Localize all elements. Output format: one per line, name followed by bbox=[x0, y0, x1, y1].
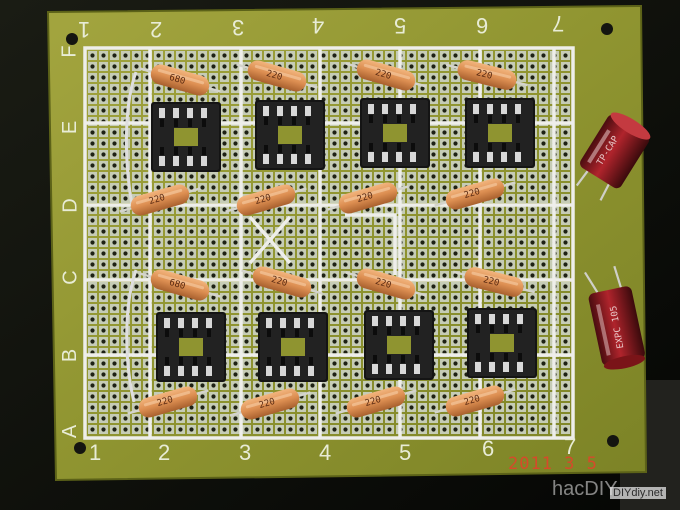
column-label-top-5: 5 bbox=[394, 13, 407, 38]
row-label-c: C bbox=[59, 270, 82, 285]
row-label-d: D bbox=[59, 198, 82, 213]
column-label-bottom-3: 3 bbox=[239, 440, 252, 465]
column-label-top-2: 2 bbox=[150, 17, 163, 42]
photo-date-stamp: 2011 3 5 bbox=[508, 454, 598, 474]
column-label-top-4: 4 bbox=[312, 13, 325, 38]
row-label-f: F bbox=[58, 45, 81, 58]
watermark-logo: hacDIY bbox=[552, 478, 618, 500]
column-label-bottom-7: 7 bbox=[564, 434, 577, 459]
column-label-top-7: 7 bbox=[552, 11, 565, 36]
column-label-bottom-5: 5 bbox=[399, 440, 412, 465]
row-label-a: A bbox=[59, 424, 82, 439]
column-label-top-1: 1 bbox=[78, 17, 91, 42]
row-label-b: B bbox=[59, 348, 82, 363]
watermark-site: DIYdiy.net bbox=[610, 487, 666, 499]
column-label-bottom-1: 1 bbox=[89, 440, 102, 465]
column-label-top-6: 6 bbox=[476, 13, 489, 38]
column-label-bottom-4: 4 bbox=[319, 440, 332, 465]
column-label-bottom-6: 6 bbox=[482, 436, 495, 461]
column-label-top-3: 3 bbox=[232, 15, 245, 40]
column-label-bottom-2: 2 bbox=[158, 440, 171, 465]
row-label-e: E bbox=[59, 120, 82, 135]
